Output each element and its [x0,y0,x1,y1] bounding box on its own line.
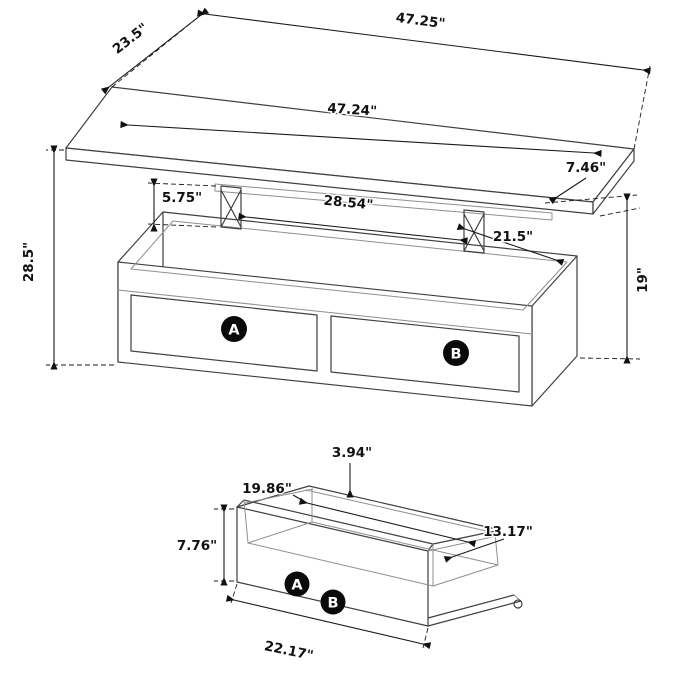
drawer-label-a: A [291,578,303,594]
extension-lines [147,182,217,228]
dim-top-offset-label: 7.46" [566,160,606,176]
dim-inner-width-label: 28.54" [323,193,374,214]
leader-line [548,177,587,205]
lift-frame-bar [214,183,553,221]
dim-drawer-inner-depth-label: 13.17" [483,524,533,540]
drawer-label-b: B [327,596,338,612]
dimension-line [225,594,432,650]
drawer-a-badge-label: A [228,323,240,339]
leader-line [443,538,505,563]
dimension-line [456,223,565,266]
dim-surface-width: 47.24" [120,99,602,157]
dim-drawer-inner-depth: 13.17" [443,523,534,563]
coffee-table-figure: 47.25" 23.5" 47.24" 28.5" 5.75" 28.54" [20,7,653,407]
drawer-label-b-badge: B [320,589,346,615]
dim-inner-width: 28.54" [238,191,468,245]
dimension-line [298,497,477,548]
dim-base-height-label: 19" [635,267,651,293]
badge-circle [320,589,346,615]
drawer-figure: 3.94" 19.86" 13.17" 7.76" 22.17" A B [175,444,534,666]
drawer-b-badge-label: B [450,347,461,363]
dimension-line [100,7,210,95]
dimension-line [120,121,602,157]
cabinet-opening [130,220,568,311]
dim-drawer-front-height: 7.76" [175,504,234,586]
dimension-line [238,212,468,245]
dim-drawer-front-height-label: 7.76" [177,538,217,554]
badge-circle [284,571,310,597]
dim-overall-height: 28.5" [20,145,114,370]
lift-hinge-left [220,185,242,230]
extension-lines [544,194,641,217]
dim-drawer-inner-width: 19.86" [241,480,477,548]
dim-back-height-label: 3.94" [332,445,372,461]
drawer-glide-wheel [513,599,523,609]
dim-top-offset: 7.46" [544,159,641,217]
dim-base-height: 19" [579,193,653,364]
dim-surface-width-label: 47.24" [327,101,378,120]
table-cabinet [117,211,578,407]
drawer-a-badge: A [221,316,247,342]
dim-lift-height: 5.75" [147,178,217,232]
drawer-label-a-badge: A [284,571,310,597]
dim-lift-depth-label: 21.5" [493,229,533,245]
dim-back-height: 3.94" [330,444,374,498]
dim-overall-height-label: 28.5" [21,242,37,282]
dimension-line [197,9,651,75]
drawer-b-front [330,315,520,393]
cabinet-front-band [117,289,533,335]
dim-lift-depth: 21.5" [456,223,565,266]
drawer-b-badge: B [443,340,469,366]
dim-drawer-inner-width-label: 19.86" [242,481,292,497]
badge-circle [443,340,469,366]
badge-circle [221,316,247,342]
dim-lift-height-label: 5.75" [162,190,202,206]
